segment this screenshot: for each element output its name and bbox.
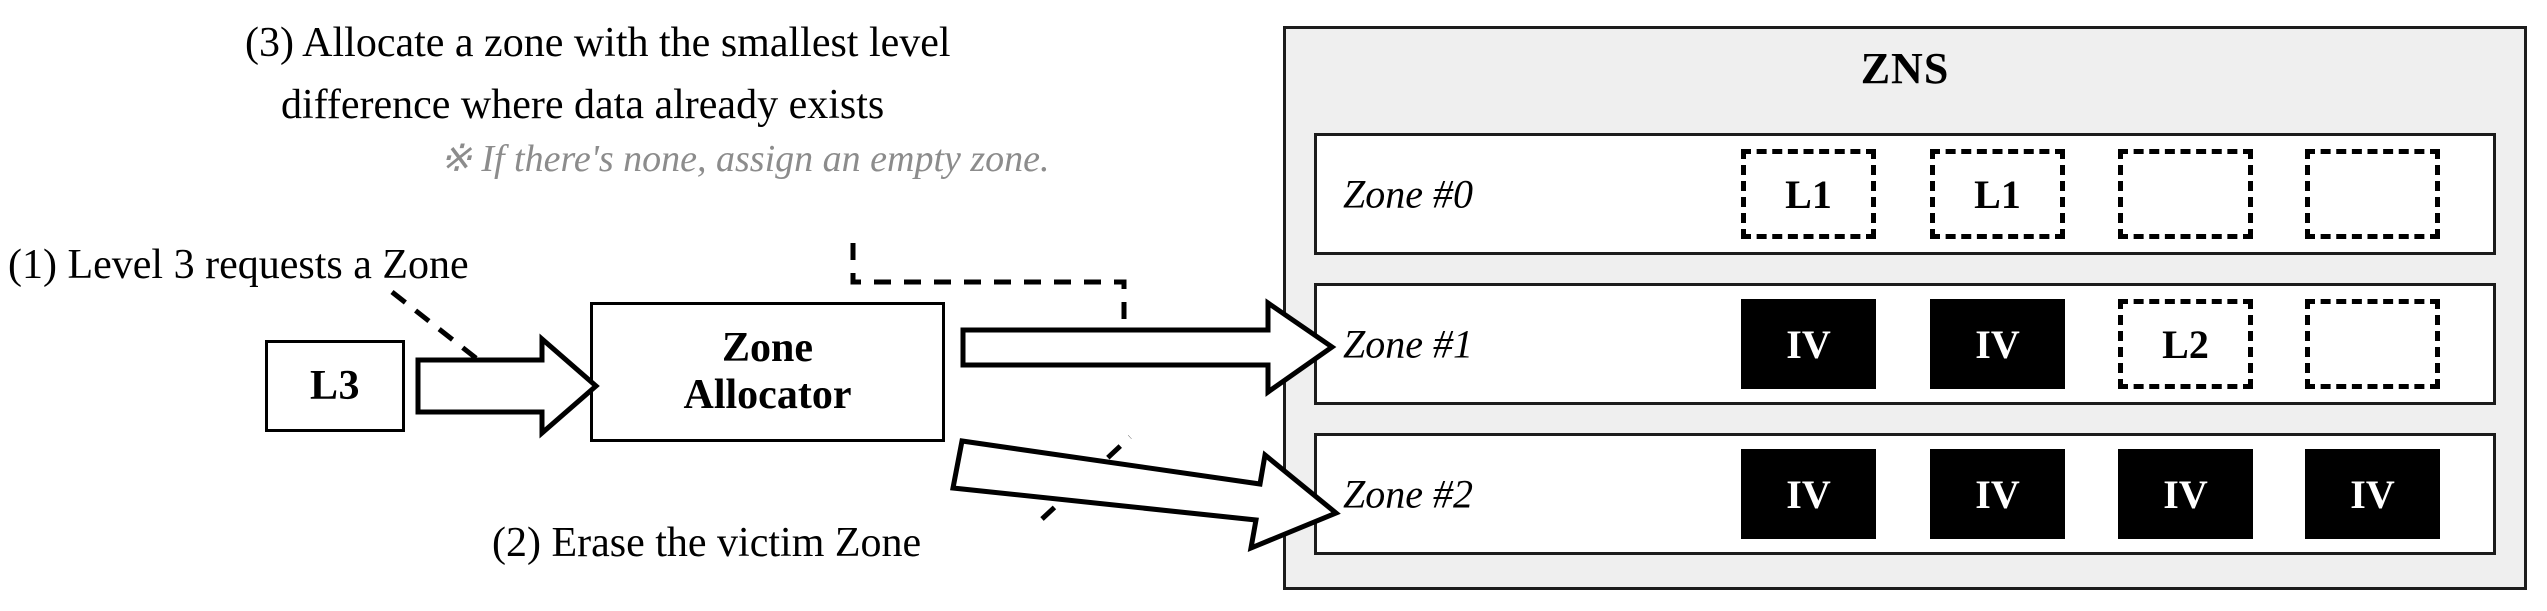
- zone-allocator-label-line2: Allocator: [683, 372, 852, 418]
- allocator-to-zone2-arrow: [950, 438, 1341, 553]
- step1-annotation: (1) Level 3 requests a Zone: [8, 242, 469, 288]
- zns-title: ZNS: [1860, 44, 1950, 93]
- l3-to-allocator-arrow: [415, 333, 600, 439]
- step3-annotation-line1: (3) Allocate a zone with the smallest le…: [245, 20, 951, 66]
- zone-0-cell-3[interactable]: [2305, 149, 2440, 239]
- zone-1-cell-0[interactable]: IV: [1741, 299, 1876, 389]
- zone-allocator-box[interactable]: Zone Allocator: [590, 302, 945, 442]
- zone-1-cell-1[interactable]: IV: [1930, 299, 2065, 389]
- allocator-to-zone1-arrow: [960, 298, 1337, 397]
- zone-1-cell-3[interactable]: [2305, 299, 2440, 389]
- step2-leader-line: [1040, 435, 1132, 521]
- zone-row-2[interactable]: Zone #2 IV IV IV IV: [1314, 433, 2496, 555]
- step3-annotation-note: ※ If there's none, assign an empty zone.: [440, 138, 1050, 180]
- l3-source-box[interactable]: L3: [265, 340, 405, 432]
- zone-1-cell-2[interactable]: L2: [2118, 299, 2253, 389]
- step2-annotation: (2) Erase the victim Zone: [492, 520, 922, 566]
- zone-label-1: Zone #1: [1343, 321, 1473, 367]
- zone-2-cell-0[interactable]: IV: [1741, 449, 1876, 539]
- zone-2-cell-3[interactable]: IV: [2305, 449, 2440, 539]
- zone-label-2: Zone #2: [1343, 471, 1473, 517]
- zone-2-cell-1[interactable]: IV: [1930, 449, 2065, 539]
- zone-2-cell-2[interactable]: IV: [2118, 449, 2253, 539]
- zns-panel: ZNS Zone #0 L1 L1 Zone #1 IV IV L2 Zone …: [1283, 26, 2527, 590]
- zone-allocator-label-line1: Zone: [721, 324, 813, 371]
- zone-0-cell-1[interactable]: L1: [1930, 149, 2065, 239]
- l3-source-label: L3: [309, 363, 360, 409]
- step3-annotation-line2: difference where data already exists: [281, 82, 885, 128]
- zone-row-0[interactable]: Zone #0 L1 L1: [1314, 133, 2496, 255]
- zone-0-cell-2[interactable]: [2118, 149, 2253, 239]
- step1-leader-line: [390, 290, 502, 379]
- zone-0-cell-0[interactable]: L1: [1741, 149, 1876, 239]
- zone-row-1[interactable]: Zone #1 IV IV L2: [1314, 283, 2496, 405]
- zone-label-0: Zone #0: [1343, 171, 1473, 217]
